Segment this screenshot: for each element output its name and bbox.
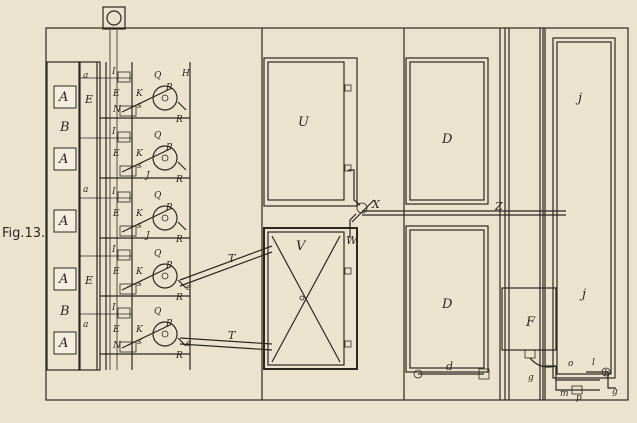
label-a-5: A bbox=[58, 336, 68, 351]
label-s-1: s bbox=[137, 101, 142, 111]
label-p-3: P bbox=[165, 203, 173, 213]
label-j-left-2: J bbox=[144, 231, 151, 241]
label-k-5: K bbox=[135, 325, 144, 335]
label-a-4: A bbox=[58, 272, 68, 287]
label-d-small: d bbox=[446, 360, 453, 373]
label-a-small-2: a bbox=[83, 185, 88, 195]
label-e-4: E bbox=[112, 267, 120, 277]
label-g-1: g bbox=[528, 373, 534, 383]
bottom-fittings bbox=[545, 365, 616, 395]
label-n-2: N bbox=[112, 341, 122, 351]
label-e-outer-1: E bbox=[84, 93, 93, 106]
label-j-left-1: J bbox=[144, 171, 151, 181]
label-t-2: T bbox=[228, 329, 237, 342]
label-m: m bbox=[560, 389, 569, 399]
label-f: F bbox=[525, 315, 536, 330]
label-a-3: A bbox=[58, 214, 68, 229]
label-e-outer-2: E bbox=[84, 274, 93, 287]
label-d-lower: D bbox=[441, 297, 453, 312]
top-vent-box bbox=[102, 6, 126, 30]
label-e-3: E bbox=[112, 209, 120, 219]
x-valve-assembly bbox=[348, 169, 566, 238]
label-r-1: R bbox=[175, 115, 183, 125]
label-z: Z bbox=[494, 200, 503, 213]
label-r-2: R bbox=[175, 175, 183, 185]
valve-unit bbox=[80, 307, 190, 355]
label-s-3: s bbox=[137, 221, 142, 231]
label-s-4: s bbox=[137, 279, 142, 289]
label-a-2: A bbox=[58, 152, 68, 167]
label-g-2: g bbox=[612, 387, 618, 397]
d-chamber-lower bbox=[405, 225, 489, 373]
label-h: h bbox=[604, 369, 610, 379]
label-p-small: p bbox=[576, 393, 582, 403]
label-e-5: E bbox=[112, 325, 120, 335]
label-t-1: T bbox=[228, 252, 237, 265]
valve-units bbox=[80, 71, 190, 355]
label-w: W bbox=[346, 234, 359, 247]
label-e-2: E bbox=[112, 149, 120, 159]
label-a-small-1: a bbox=[83, 71, 88, 81]
label-s-2: s bbox=[137, 161, 142, 171]
left-column-frame bbox=[46, 61, 101, 371]
label-q-5: Q bbox=[154, 307, 162, 317]
label-e-1: E bbox=[112, 89, 120, 99]
label-v: V bbox=[296, 239, 307, 254]
upper-middle-chamber bbox=[263, 57, 358, 207]
label-k-2: K bbox=[135, 149, 144, 159]
label-q-3: Q bbox=[154, 191, 162, 201]
label-n-1: N bbox=[112, 105, 122, 115]
right-pipes bbox=[504, 28, 544, 400]
label-i-5: I bbox=[111, 303, 116, 313]
label-q-4: Q bbox=[154, 249, 162, 259]
label-k-3: K bbox=[135, 209, 144, 219]
label-j-lower: j bbox=[579, 287, 586, 302]
label-a-small-3: a bbox=[83, 320, 88, 330]
label-o: o bbox=[568, 359, 574, 369]
label-i-4: I bbox=[111, 245, 116, 255]
label-p-2: P bbox=[165, 143, 173, 153]
d-chamber-upper bbox=[405, 57, 489, 205]
d-fittings bbox=[413, 368, 490, 380]
j-column bbox=[552, 37, 616, 379]
valve-unit bbox=[80, 191, 190, 239]
label-b-1: B bbox=[59, 120, 70, 135]
valve-unit bbox=[80, 131, 190, 179]
label-d-upper: D bbox=[441, 132, 453, 147]
valve-unit bbox=[80, 71, 190, 119]
label-h-top: H bbox=[181, 69, 190, 79]
label-x: X bbox=[371, 198, 381, 211]
lower-middle-chamber bbox=[263, 227, 358, 370]
label-q-2: Q bbox=[154, 131, 162, 141]
label-e-small-1: e bbox=[186, 283, 191, 293]
label-i-1: I bbox=[111, 67, 116, 77]
label-q-1: Q bbox=[154, 71, 162, 81]
label-s-5: s bbox=[137, 337, 142, 347]
label-i-2: I bbox=[111, 127, 116, 137]
label-b-2: B bbox=[59, 304, 70, 319]
label-u: U bbox=[298, 115, 310, 130]
label-k-1: K bbox=[135, 89, 144, 99]
label-a-1: A bbox=[58, 90, 68, 105]
outer-frame bbox=[45, 27, 629, 401]
label-j-upper: j bbox=[575, 91, 582, 106]
label-k-4: K bbox=[135, 267, 144, 277]
label-p-4: P bbox=[165, 261, 173, 271]
t-rods bbox=[179, 245, 273, 351]
label-l: l bbox=[592, 358, 595, 368]
valve-unit bbox=[80, 249, 190, 297]
label-r-4: R bbox=[175, 293, 183, 303]
label-e-small-2: e bbox=[186, 339, 191, 349]
label-r-3: R bbox=[175, 235, 183, 245]
label-p-1: P bbox=[165, 83, 173, 93]
label-p-5: P bbox=[165, 319, 173, 329]
label-i-3: I bbox=[111, 187, 116, 197]
a-boxes bbox=[53, 85, 77, 355]
label-r-5: R bbox=[175, 351, 183, 361]
figure-label: Fig.13. bbox=[2, 226, 45, 241]
rail-system bbox=[96, 30, 191, 370]
